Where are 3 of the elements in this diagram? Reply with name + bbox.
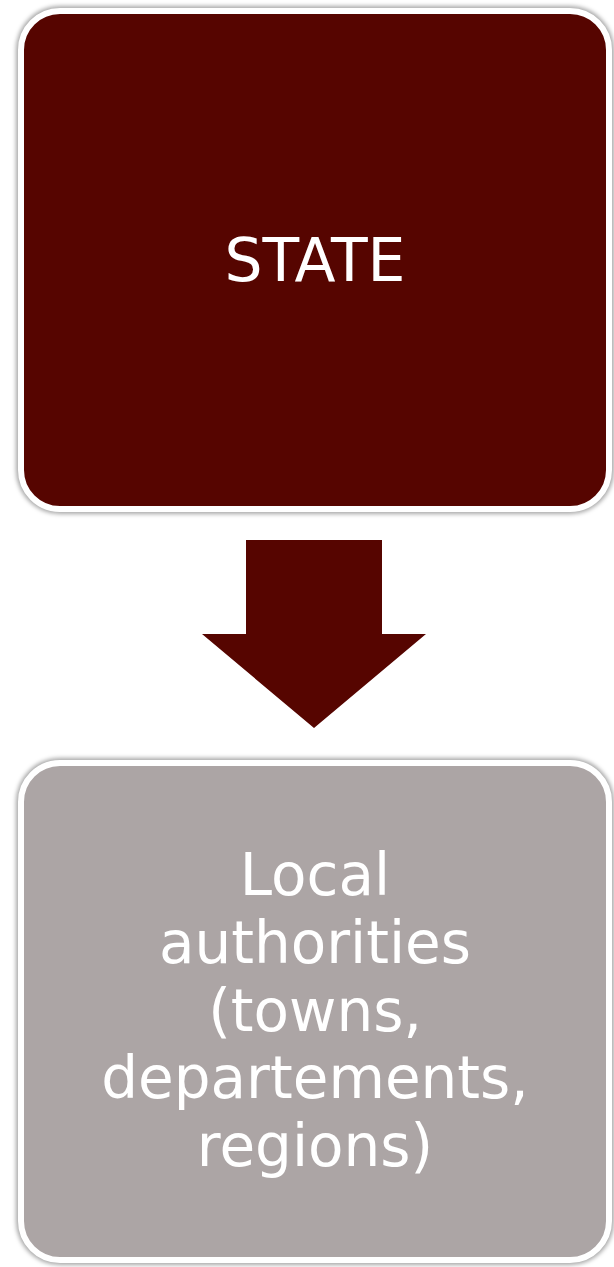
block-arrow xyxy=(202,540,426,728)
box-label: STATE xyxy=(224,224,406,296)
box-label: Local authorities (towns, departements, regions) xyxy=(100,841,530,1182)
